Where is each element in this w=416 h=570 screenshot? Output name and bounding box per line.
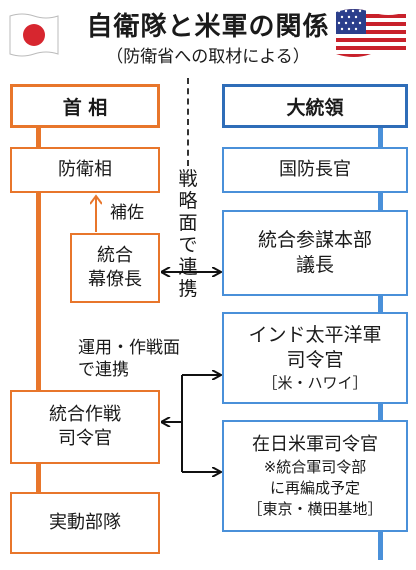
defense-minister-box: 防衛相: [10, 147, 160, 193]
diagram-title: 自衛隊と米軍の関係: [86, 12, 330, 42]
strategic-char: 戦: [178, 168, 198, 190]
secretary-label: 国防長官: [279, 159, 351, 180]
indopacom-location: ［米・ハワイ］: [262, 373, 368, 392]
prime-minister-box: 首 相: [10, 84, 160, 128]
indopacom-line2: 司令官: [286, 348, 344, 371]
usfj-line1: 在日米軍司令官: [252, 433, 378, 455]
chief-of-staff-box: 統合 幕僚長: [70, 233, 160, 303]
defense-minister-label: 防衛相: [58, 159, 112, 180]
usfj-box: 在日米軍司令官 ※統合軍司令部 に再編成予定 ［東京・横田基地］: [222, 420, 408, 532]
strategic-char: 面: [178, 212, 198, 234]
president-box: 大統領: [222, 84, 408, 128]
chief-of-staff-line2: 幕僚長: [88, 269, 142, 290]
jcs-line1: 統合参謀本部: [257, 229, 372, 251]
prime-minister-label: 首 相: [62, 96, 108, 119]
field-units-box: 実動部隊: [10, 492, 160, 554]
field-units-label: 実動部隊: [49, 512, 121, 533]
strategic-divider: [187, 78, 189, 166]
strategic-char: で: [178, 234, 198, 256]
japan-flag-icon: [9, 13, 59, 57]
operational-line1: 運用・作戦面: [78, 338, 180, 358]
japan-spine: [36, 90, 41, 550]
indopacom-line1: インド太平洋軍: [248, 323, 382, 346]
joint-ops-line1: 統合作戦: [49, 404, 121, 425]
usfj-note-line1: ※統合軍司令部: [263, 457, 367, 476]
operational-line2: で連携: [78, 360, 129, 380]
usfj-location: ［東京・横田基地］: [247, 499, 383, 518]
president-label: 大統領: [286, 96, 344, 119]
diagram-subtitle: （防衛省への取材による）: [106, 47, 310, 67]
strategic-char: 略: [178, 190, 198, 212]
joint-ops-commander-box: 統合作戦 司令官: [10, 390, 160, 464]
assist-label: 補佐: [110, 203, 144, 223]
joint-ops-line2: 司令官: [58, 428, 112, 449]
us-flag-icon: [336, 9, 406, 57]
indopacom-box: インド太平洋軍 司令官 ［米・ハワイ］: [222, 312, 408, 404]
strategic-char: 携: [178, 278, 198, 300]
secretary-of-defense-box: 国防長官: [222, 147, 408, 193]
jcs-chairman-box: 統合参謀本部 議長: [222, 210, 408, 296]
operational-link-label: 運用・作戦面 で連携: [78, 337, 180, 381]
jcs-line2: 議長: [295, 254, 334, 276]
chief-of-staff-line1: 統合: [97, 245, 133, 266]
usfj-note-line2: に再編成予定: [269, 478, 360, 497]
